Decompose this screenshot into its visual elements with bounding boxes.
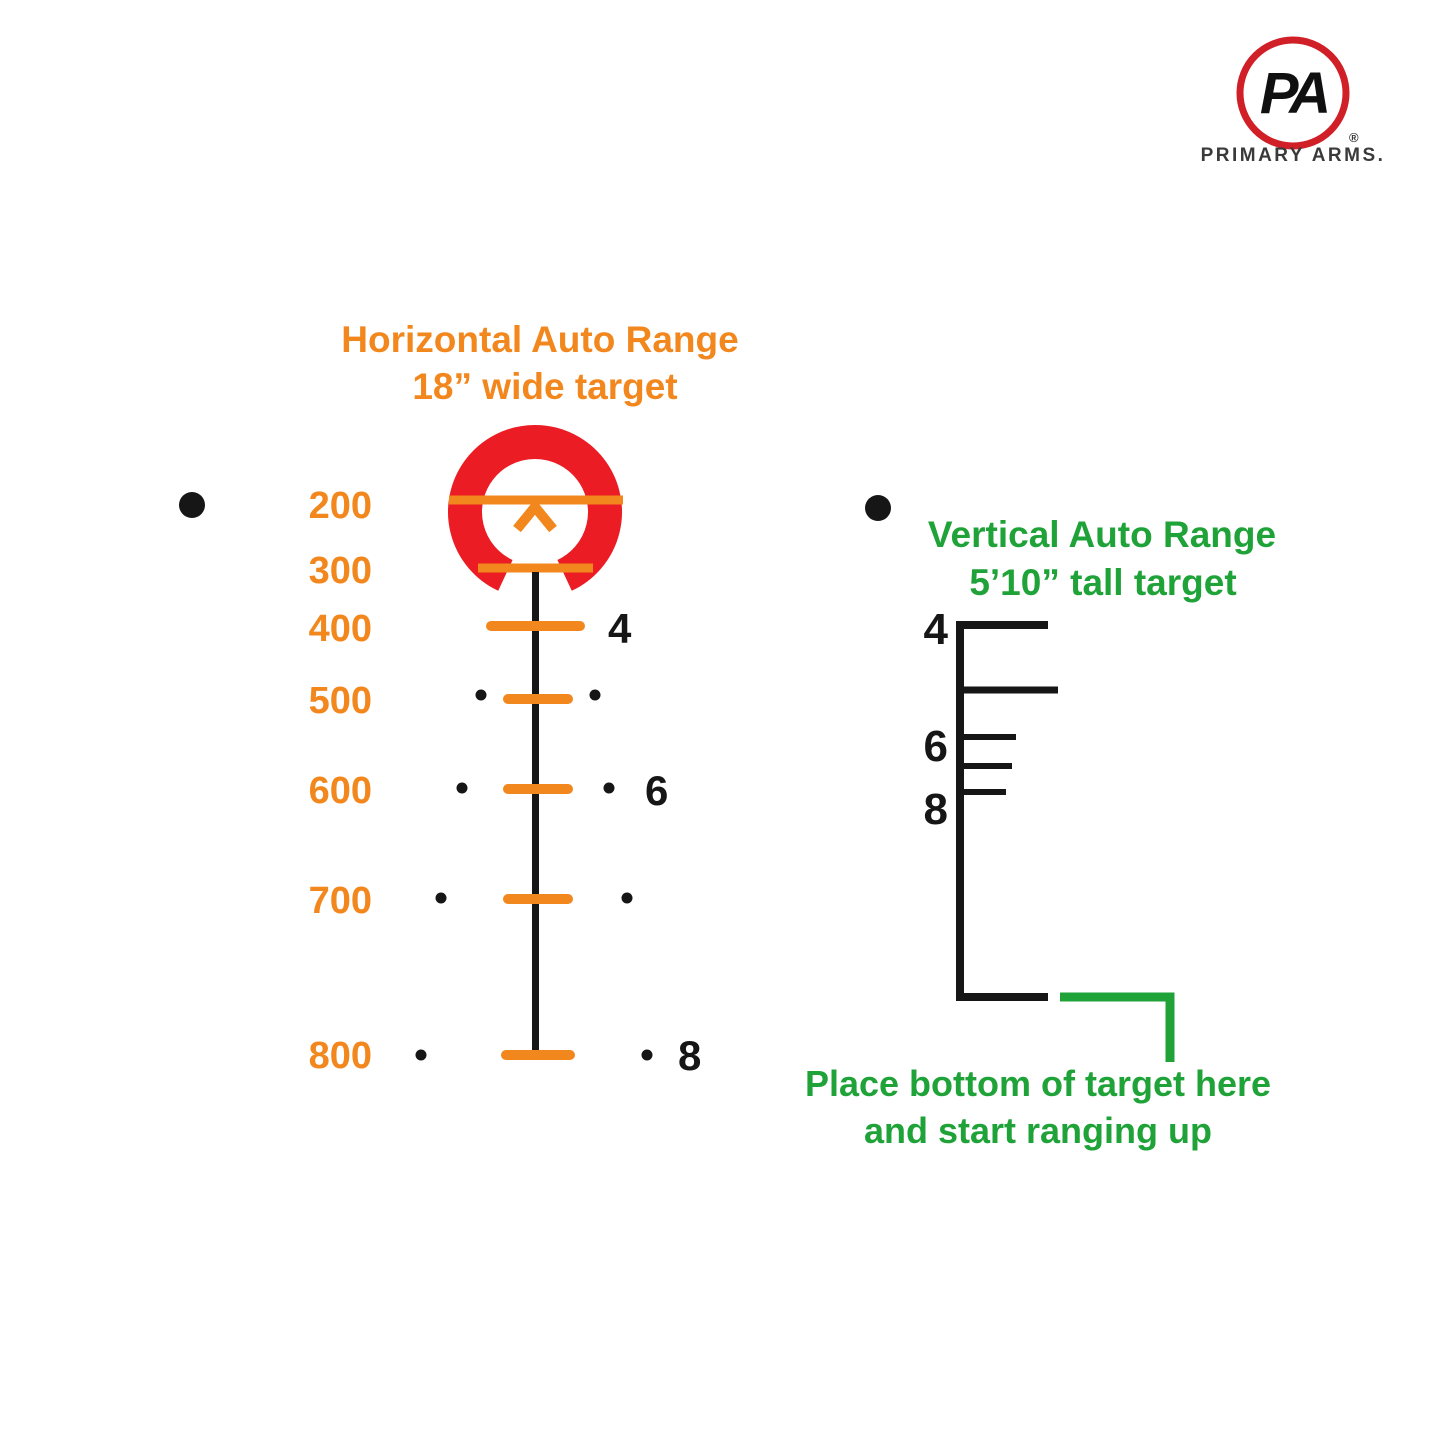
horseshoe-ring [448, 425, 622, 591]
vertical-ranging-bracket: 4 6 8 [924, 605, 1175, 1062]
range-label-700: 700 [309, 880, 372, 922]
logo-registered-icon: ® [1349, 130, 1359, 145]
range-label-600: 600 [309, 770, 372, 812]
range-label-800: 800 [309, 1035, 372, 1077]
horizontal-section-heading: Horizontal Auto Range 18” wide target [341, 319, 738, 407]
wind-dot-500-left [475, 689, 487, 701]
range-label-200: 200 [309, 485, 372, 527]
wind-dot-800-left [415, 1049, 427, 1061]
wind-dot-700-left [435, 892, 447, 904]
vertical-subtitle: 5’10” tall target [969, 562, 1236, 603]
bottom-pointer-line [1060, 992, 1175, 1062]
scale-number-8: 8 [924, 785, 948, 834]
primary-arms-logo: PA ® PRIMARY ARMS. [1201, 36, 1386, 166]
field-dot-left [179, 492, 205, 518]
center-chevron-icon [513, 499, 557, 533]
scale-number-6: 6 [924, 722, 948, 771]
wind-dot-600-left [456, 782, 468, 794]
wind-dot-700-right [621, 892, 633, 904]
range-label-500: 500 [309, 680, 372, 722]
instruction-note: Place bottom of target here and start ra… [805, 1063, 1271, 1151]
bdc-number-8: 8 [678, 1032, 701, 1079]
vertical-section-heading: Vertical Auto Range 5’10” tall target [928, 514, 1276, 603]
horizontal-subtitle: 18” wide target [412, 366, 677, 407]
logo-initials: PA [1260, 61, 1327, 126]
range-label-column: 200 300 400 500 600 700 800 [309, 485, 372, 1077]
wind-dot-600-right [603, 782, 615, 794]
scale-number-4: 4 [924, 605, 949, 654]
wind-dot-500-right [589, 689, 601, 701]
note-line-1: Place bottom of target here [805, 1063, 1271, 1104]
logo-ring [1236, 36, 1350, 150]
bdc-number-6: 6 [645, 767, 668, 814]
range-label-300: 300 [309, 550, 372, 592]
wind-dot-800-right [641, 1049, 653, 1061]
field-dot-right [865, 495, 891, 521]
horizontal-title: Horizontal Auto Range [341, 319, 738, 360]
note-line-2: and start ranging up [864, 1110, 1212, 1151]
reticle-graphic: 4 6 8 [179, 425, 891, 1079]
bdc-number-4: 4 [608, 605, 632, 652]
vertical-title: Vertical Auto Range [928, 514, 1276, 555]
range-label-400: 400 [309, 608, 372, 650]
logo-brand-text: PRIMARY ARMS. [1201, 145, 1386, 166]
